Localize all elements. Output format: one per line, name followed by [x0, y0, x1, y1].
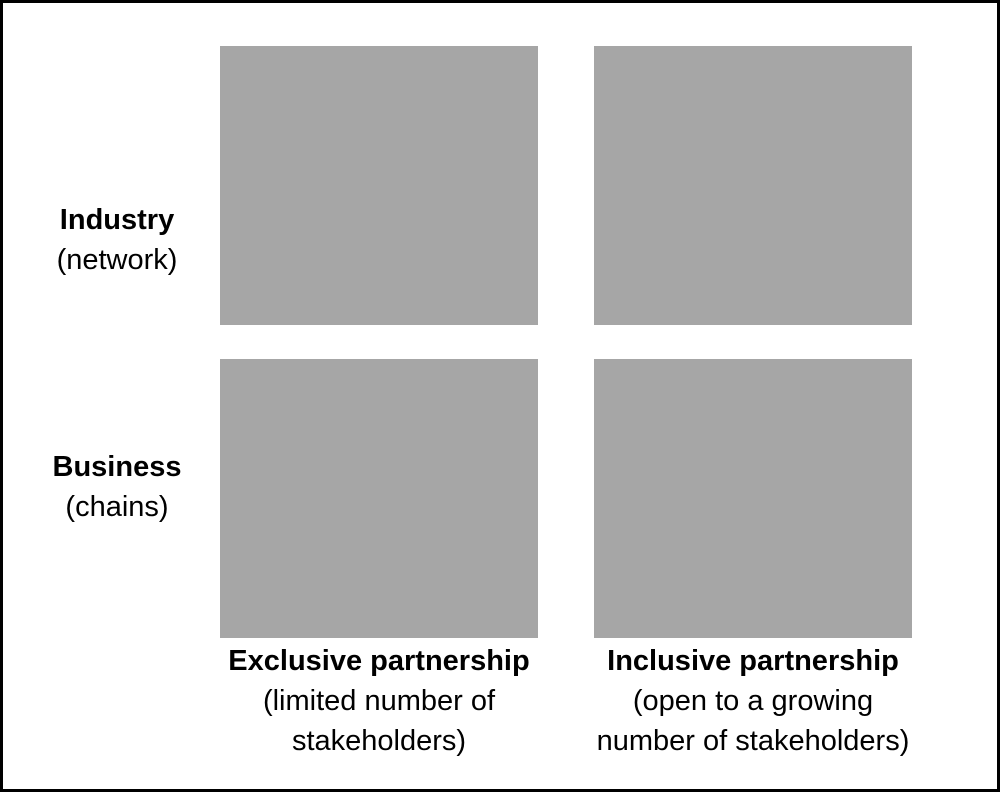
- row-label-title: Industry: [59, 204, 175, 236]
- column-label-title: Exclusive partnership: [228, 645, 530, 677]
- row-label-subtitle: (chains): [65, 491, 169, 523]
- row-label-business: Business (chains): [17, 447, 217, 527]
- column-label-subtitle-line1: (limited number of: [262, 685, 496, 717]
- column-label-subtitle-line2: number of stakeholders): [596, 725, 910, 757]
- column-label-subtitle-line2: stakeholders): [291, 725, 467, 757]
- matrix-cell-industry-inclusive: [594, 46, 912, 325]
- row-label-industry: Industry (network): [17, 200, 217, 280]
- matrix-cell-industry-exclusive: [220, 46, 538, 325]
- column-label-exclusive: Exclusive partnership (limited number of…: [189, 641, 569, 761]
- column-label-title: Inclusive partnership: [607, 645, 899, 677]
- row-label-subtitle: (network): [56, 244, 178, 276]
- column-label-inclusive: Inclusive partnership (open to a growing…: [563, 641, 943, 761]
- column-label-subtitle-line1: (open to a growing: [632, 685, 874, 717]
- matrix-cell-business-inclusive: [594, 359, 912, 638]
- row-label-title: Business: [52, 451, 182, 483]
- matrix-cell-business-exclusive: [220, 359, 538, 638]
